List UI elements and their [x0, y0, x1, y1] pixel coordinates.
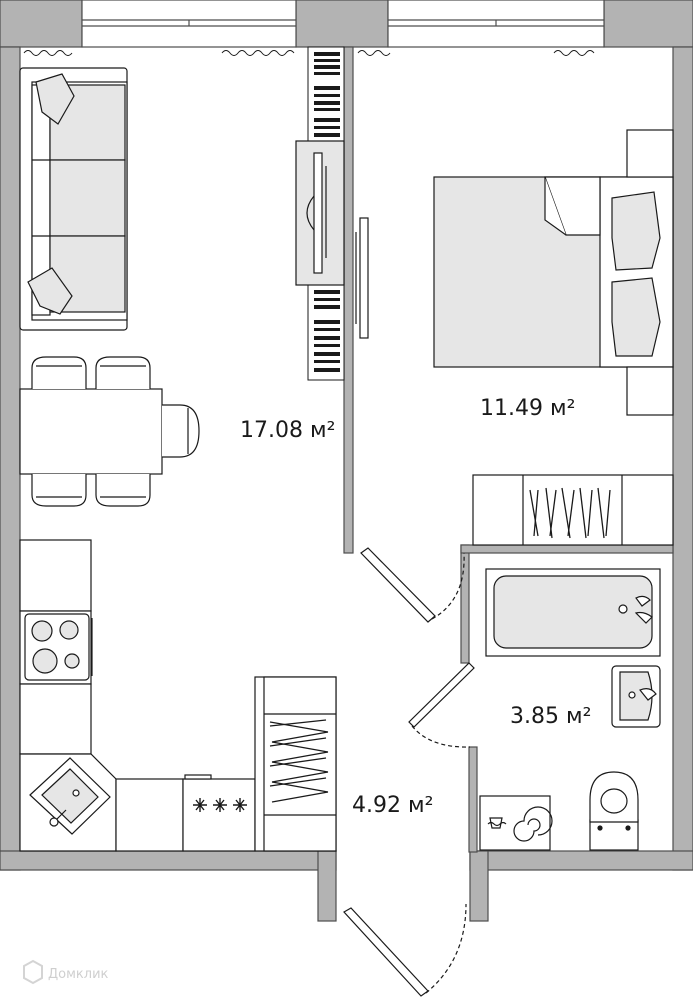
nightstand-top: [626, 129, 674, 178]
wall-top-right: [603, 0, 693, 48]
wall-right: [672, 46, 693, 871]
wardrobe-bedroom: [472, 474, 674, 546]
wall-bottom-left: [0, 850, 337, 871]
tv-unit: [295, 140, 345, 286]
washing-machine: [479, 795, 553, 851]
area-label-bedroom: 11.49 м²: [480, 396, 575, 421]
wall-left: [0, 46, 21, 871]
sofa: [19, 67, 128, 331]
sofa-pillow-top: [35, 73, 75, 125]
dining-table: [19, 356, 200, 507]
nightstand-bottom: [626, 366, 674, 416]
oven-stars: [193, 798, 247, 812]
kitchen-sink: [29, 757, 111, 835]
walls: [0, 0, 693, 922]
wall-entrance-right: [469, 850, 489, 922]
watermark-logo: Домклик: [23, 959, 109, 985]
radiators: [23, 50, 595, 56]
wall-bottom-right: [469, 850, 693, 871]
area-label-living: 17.08 м²: [240, 418, 335, 443]
wall-entrance-left: [317, 850, 337, 922]
bed: [433, 129, 674, 416]
bedroom-tv: [355, 217, 369, 339]
wall-partition-bath-upper: [460, 544, 470, 664]
wall-partition-bath-lower: [468, 746, 478, 853]
wall-top-middle: [295, 0, 389, 48]
area-label-bathroom: 3.85 м²: [510, 704, 591, 729]
area-label-hallway: 4.92 м²: [352, 793, 433, 818]
watermark-text: Домклик: [48, 967, 109, 982]
wall-top-left: [0, 0, 83, 48]
wardrobe-hallway: [254, 676, 337, 852]
windows: [81, 0, 605, 48]
sofa-pillow-bottom: [27, 267, 73, 315]
cooktop: [24, 613, 93, 681]
wall-partition-bedroom: [343, 46, 354, 554]
bathroom-sink: [611, 665, 661, 728]
bathtub: [485, 568, 661, 657]
toilet: [589, 771, 639, 851]
doors: [343, 547, 475, 997]
wall-bedroom-bottom: [460, 544, 674, 554]
